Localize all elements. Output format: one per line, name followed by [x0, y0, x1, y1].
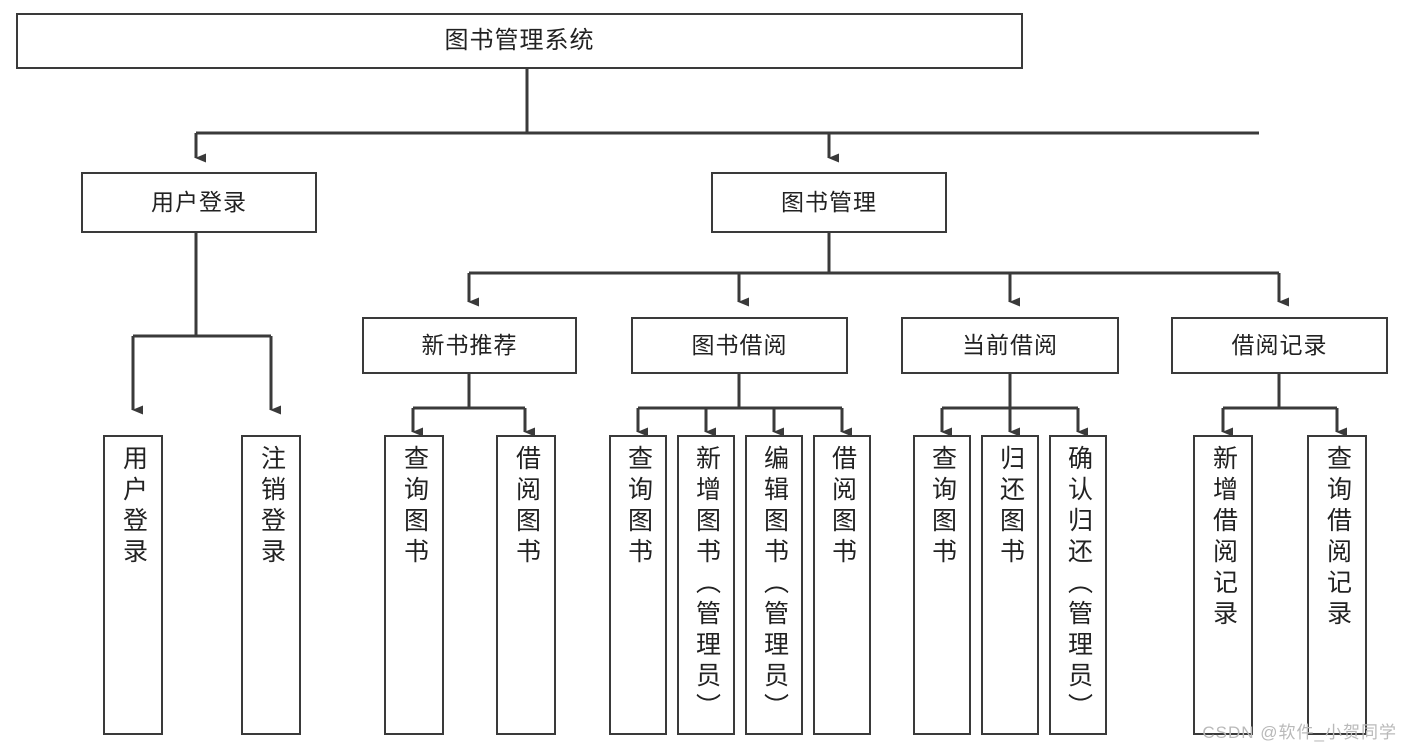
node-new-book-recommend[interactable]: 新书推荐	[362, 317, 577, 374]
node-book-management[interactable]: 图书管理	[711, 172, 947, 233]
node-label: 图书管理系统	[444, 26, 595, 54]
node-label: 查询图书	[624, 445, 653, 569]
node-label: 当前借阅	[962, 331, 1058, 358]
node-label: 图书管理	[781, 188, 877, 215]
node-current-borrow[interactable]: 当前借阅	[901, 317, 1119, 374]
leaf-query-book-current[interactable]: 查询图书	[913, 435, 971, 735]
node-book-borrow[interactable]: 图书借阅	[631, 317, 848, 374]
node-label: 确认归还（管理员）	[1064, 445, 1093, 724]
leaf-edit-book-admin[interactable]: 编辑图书（管理员）	[745, 435, 803, 735]
leaf-logout[interactable]: 注销登录	[241, 435, 301, 735]
leaf-borrow-book[interactable]: 借阅图书	[813, 435, 871, 735]
node-label: 用户登录	[151, 188, 247, 215]
node-user-login[interactable]: 用户登录	[81, 172, 317, 233]
node-root-system[interactable]: 图书管理系统	[16, 13, 1023, 69]
leaf-add-borrow-record[interactable]: 新增借阅记录	[1193, 435, 1253, 735]
node-borrow-records[interactable]: 借阅记录	[1171, 317, 1388, 374]
node-label: 借阅图书	[512, 445, 541, 569]
leaf-query-book-newbook[interactable]: 查询图书	[384, 435, 444, 735]
node-label: 新增借阅记录	[1209, 445, 1238, 631]
node-label: 注销登录	[257, 445, 286, 569]
node-label: 查询图书	[400, 445, 429, 569]
node-label: 借阅图书	[828, 445, 857, 569]
csdn-watermark: CSDN @软件_小贺同学	[1202, 723, 1397, 742]
node-label: 新增图书（管理员）	[692, 445, 721, 724]
leaf-borrow-book-newbook[interactable]: 借阅图书	[496, 435, 556, 735]
node-label: 用户登录	[119, 445, 148, 569]
node-label: 查询图书	[928, 445, 957, 569]
node-label: 借阅记录	[1231, 331, 1328, 358]
leaf-user-login[interactable]: 用户登录	[103, 435, 163, 735]
node-label: 查询借阅记录	[1323, 445, 1352, 631]
leaf-query-borrow-record[interactable]: 查询借阅记录	[1307, 435, 1367, 735]
node-label: 图书借阅	[691, 331, 788, 358]
leaf-add-book-admin[interactable]: 新增图书（管理员）	[677, 435, 735, 735]
leaf-confirm-return-admin[interactable]: 确认归还（管理员）	[1049, 435, 1107, 735]
node-label: 编辑图书（管理员）	[760, 445, 789, 724]
node-label: 新书推荐	[421, 331, 518, 358]
leaf-query-book-borrow[interactable]: 查询图书	[609, 435, 667, 735]
node-label: 归还图书	[996, 445, 1025, 569]
leaf-return-book[interactable]: 归还图书	[981, 435, 1039, 735]
